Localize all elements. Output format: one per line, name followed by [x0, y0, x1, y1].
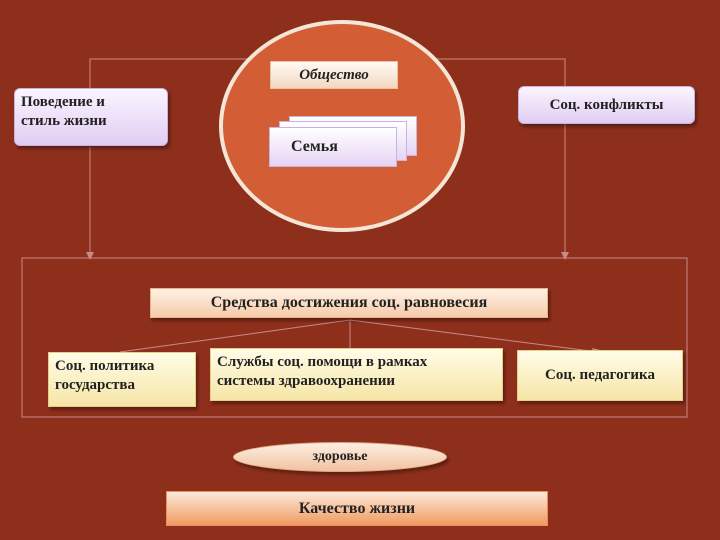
behavior-line1: Поведение и — [21, 94, 105, 110]
quality-box: Качество жизни — [166, 491, 548, 526]
services-line1: Службы соц. помощи в рамках — [217, 354, 428, 370]
health-ellipse: здоровье — [233, 442, 447, 472]
conflicts-box: Соц. конфликты — [518, 86, 695, 124]
arrow-right — [561, 252, 569, 260]
policy-line1: Соц. политика — [55, 358, 155, 374]
conflicts-label: Соц. конфликты — [549, 96, 664, 113]
behavior-box: Поведение и стиль жизни — [14, 88, 168, 146]
health-label: здоровье — [312, 449, 368, 464]
policy-box: Соц. политика государства — [48, 352, 196, 407]
services-line2: системы здравоохранении — [217, 373, 396, 389]
quality-label: Качество жизни — [298, 499, 416, 517]
family-doc-front — [269, 127, 397, 167]
means-label: Средства достижения соц. равновесия — [210, 294, 488, 311]
behavior-line2: стиль жизни — [21, 113, 107, 129]
means-box: Средства достижения соц. равновесия — [150, 288, 548, 318]
society-label: Общество — [270, 61, 398, 89]
pedagogy-label: Соц. педагогика — [545, 367, 655, 383]
connector-top-right — [398, 58, 566, 88]
family-label: Семья — [291, 138, 338, 155]
connector-to-policy — [119, 319, 351, 353]
services-box: Службы соц. помощи в рамках системы здра… — [210, 348, 503, 401]
connector-top-left — [89, 58, 270, 90]
arrow-left — [86, 252, 94, 260]
pedagogy-box: Соц. педагогика — [517, 350, 683, 401]
connector-to-pedagogy — [349, 319, 599, 353]
means-frame — [21, 257, 688, 418]
policy-line2: государства — [55, 377, 136, 393]
